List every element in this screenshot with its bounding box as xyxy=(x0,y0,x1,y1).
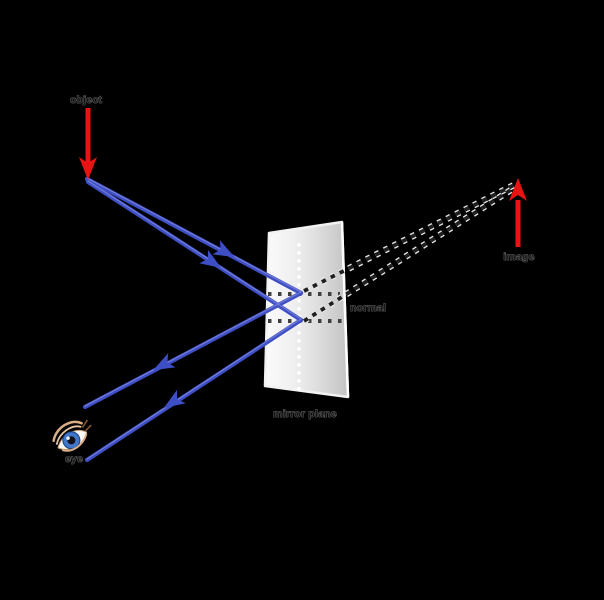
object-label: object xyxy=(70,94,102,106)
incident-ray-2-arrowhead xyxy=(199,249,222,268)
incident-ray-1 xyxy=(84,176,304,296)
image-label: image xyxy=(503,251,534,263)
eye-upper-fold xyxy=(52,420,83,443)
eye-lashes xyxy=(82,419,92,432)
reflected-ray-2-arrowhead xyxy=(163,389,186,408)
eye-lower-lid xyxy=(62,433,88,452)
mirror-edge-highlight xyxy=(340,221,350,398)
incident-ray-2-sheen xyxy=(87,180,302,320)
reflected-ray-2-sheen xyxy=(86,318,302,460)
incident-ray-2 xyxy=(85,179,304,323)
mirror-plane-label: mirror plane xyxy=(273,408,337,420)
ray-direction-arrows xyxy=(153,240,235,408)
incident-ray-1-arrowhead xyxy=(212,240,235,258)
mirror-face xyxy=(263,220,350,399)
image-arrow-head xyxy=(509,178,527,201)
image-arrow xyxy=(509,178,527,247)
eye-label: eye xyxy=(65,453,83,465)
reflected-ray-2 xyxy=(84,317,304,463)
reflected-ray-1 xyxy=(82,290,304,410)
reflected-ray-1-sheen xyxy=(84,291,302,407)
virtual-rays xyxy=(302,181,518,324)
mirror-slab xyxy=(263,220,350,399)
light-rays xyxy=(82,176,304,463)
object-arrow-head xyxy=(79,157,97,180)
incident-ray-1-sheen xyxy=(86,177,302,293)
eye-highlight xyxy=(66,436,70,440)
reflected-ray-1-arrowhead xyxy=(153,353,176,371)
virtual-ray-2 xyxy=(302,186,516,323)
object-arrow xyxy=(79,108,97,180)
eye-lid-crease xyxy=(55,425,82,445)
normal-label: normal xyxy=(350,302,386,314)
eye-icon xyxy=(52,419,92,452)
